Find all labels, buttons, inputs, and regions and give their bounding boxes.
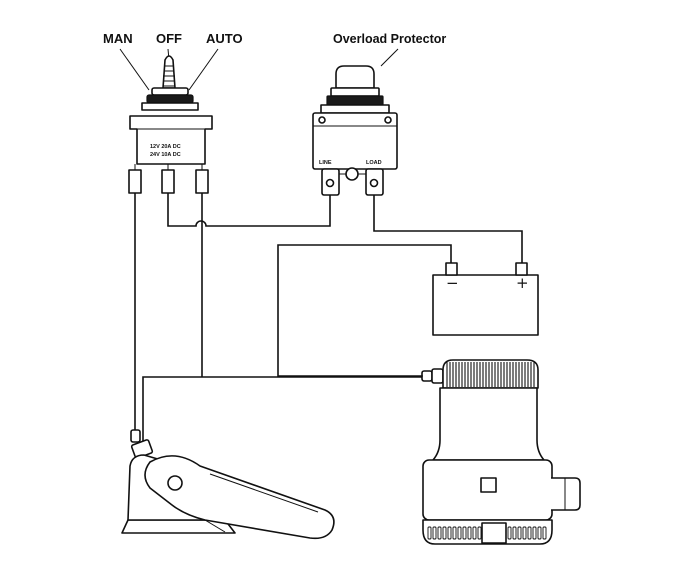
protector-screw-left xyxy=(318,116,326,124)
pump-strainer-slots xyxy=(427,526,547,540)
battery-positive-post xyxy=(515,262,528,276)
label-off: OFF xyxy=(156,31,182,46)
battery-negative-post xyxy=(445,262,458,276)
pump-strainer-slot xyxy=(472,526,477,540)
pump-strainer-slot xyxy=(517,526,522,540)
protector-terminals xyxy=(321,167,384,196)
pump-strainer-slot xyxy=(457,526,462,540)
switch-body xyxy=(129,115,213,165)
pump-housing xyxy=(432,387,545,461)
overload-protector[interactable]: LINE LOAD xyxy=(312,65,398,196)
switch-bushing xyxy=(151,87,189,96)
toggle-switch[interactable]: 12V 20A DC 24V 10A DC xyxy=(128,55,213,194)
switch-nut xyxy=(146,94,194,104)
reset-button[interactable] xyxy=(335,65,375,89)
wire-float-to-pump xyxy=(142,376,423,441)
battery: − + xyxy=(432,262,539,336)
float-wire-connector xyxy=(130,429,154,459)
pump-strainer-slot xyxy=(477,526,482,540)
pump-strainer-slot xyxy=(462,526,467,540)
pump-wire-connector xyxy=(416,368,444,384)
battery-positive-symbol: + xyxy=(516,274,529,292)
pump-strainer-slot xyxy=(427,526,432,540)
battery-negative-symbol: − xyxy=(446,274,459,292)
protector-ring xyxy=(330,87,380,97)
wire-switch-to-protector xyxy=(167,193,331,227)
pump-strainer-slot xyxy=(437,526,442,540)
switch-terminals xyxy=(128,164,209,194)
label-overload-protector: Overload Protector xyxy=(333,32,446,46)
pump-label-plate xyxy=(480,477,497,493)
label-auto: AUTO xyxy=(206,31,243,46)
float-arm xyxy=(144,455,335,540)
pump-strainer-slot xyxy=(442,526,447,540)
pump-cap xyxy=(442,359,539,389)
label-man: MAN xyxy=(103,31,133,46)
pump-strainer-slot xyxy=(432,526,437,540)
protector-terminal-load: LOAD xyxy=(366,160,382,166)
switch-rating-2: 24V 10A DC xyxy=(150,152,181,158)
float-arm-ridge xyxy=(209,473,319,513)
protector-terminal-line: LINE xyxy=(319,160,332,166)
wires xyxy=(134,193,523,441)
pump-strainer-slot xyxy=(532,526,537,540)
pump-strainer-slot xyxy=(527,526,532,540)
protector-nut xyxy=(326,95,384,106)
battery-case xyxy=(432,274,539,336)
pump-strainer-slot xyxy=(542,526,547,540)
float-switch xyxy=(121,429,335,540)
label-leader-lines xyxy=(119,48,399,91)
pump-strainer-slot xyxy=(507,526,512,540)
toggle-lever-ribs xyxy=(163,65,175,87)
pump-strainer-slot xyxy=(537,526,542,540)
protector-collar xyxy=(320,104,390,114)
protector-screw-right xyxy=(384,116,392,124)
pump-strainer-tab xyxy=(481,522,507,544)
switch-collar xyxy=(141,102,199,111)
pump-strainer-slot xyxy=(447,526,452,540)
pump-strainer-slot xyxy=(467,526,472,540)
wire-battery-negative-to-pump xyxy=(277,244,452,377)
pump-strainer-slot xyxy=(512,526,517,540)
switch-rating-1: 12V 20A DC xyxy=(150,144,181,150)
pump-strainer-slot xyxy=(522,526,527,540)
bilge-pump xyxy=(416,359,581,545)
float-pivot xyxy=(167,475,183,491)
float-arm-edge xyxy=(204,519,226,533)
wire-protector-to-battery-positive xyxy=(373,195,523,268)
toggle-lever[interactable] xyxy=(162,55,176,89)
pump-cap-ribs xyxy=(446,362,535,387)
pump-strainer-slot xyxy=(452,526,457,540)
